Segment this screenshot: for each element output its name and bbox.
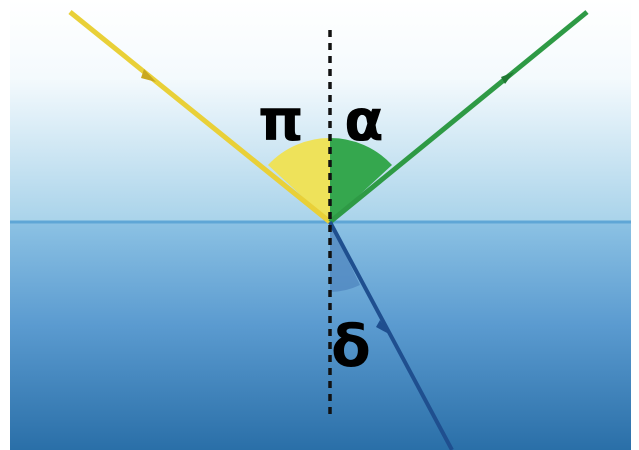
- refracted-angle-label: δ: [331, 312, 371, 380]
- water-region: [10, 222, 631, 450]
- incident-angle-label: π: [258, 86, 304, 154]
- reflected-angle-label: α: [344, 86, 384, 154]
